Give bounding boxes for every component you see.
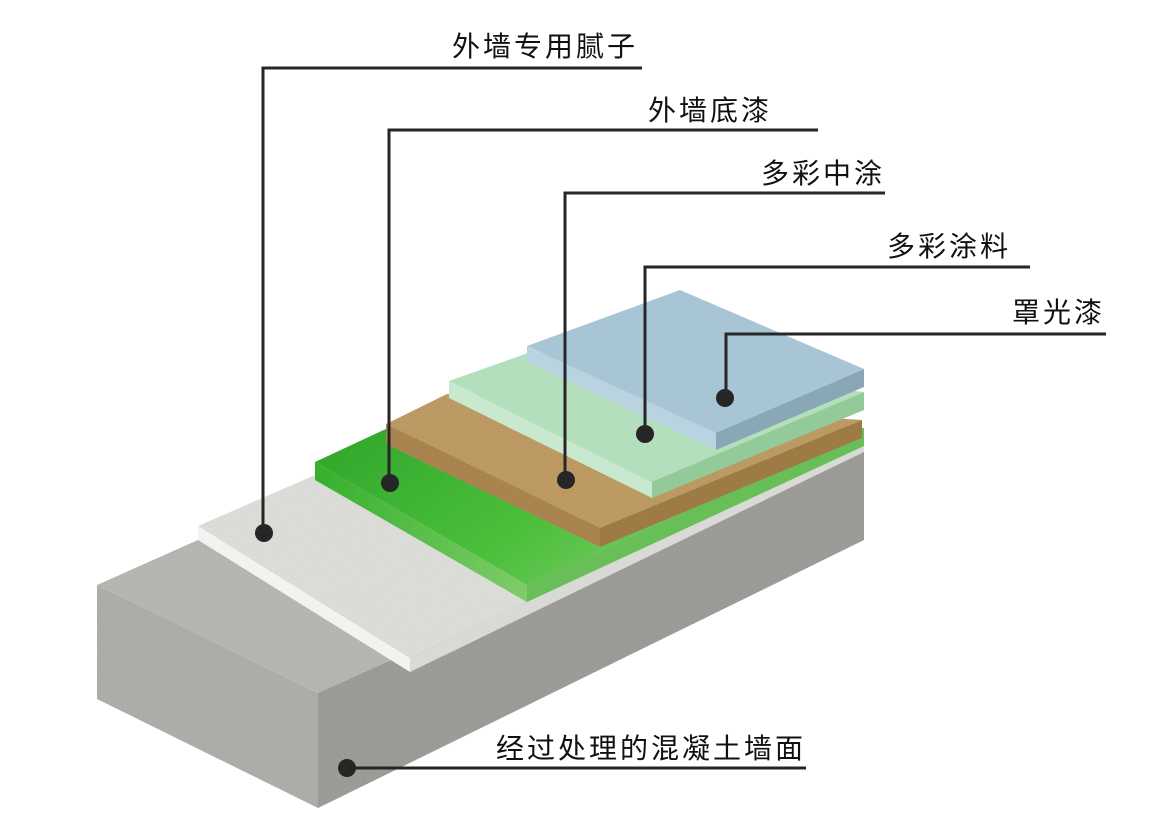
anchor-dot-primer [381, 474, 399, 492]
primer-front-face [315, 462, 527, 602]
anchor-dot-substrate [338, 759, 356, 777]
concrete-side-face [318, 447, 864, 808]
leader-line-putty [261, 66, 642, 533]
concrete-front-face [97, 585, 318, 808]
anchor-dot-putty [255, 524, 273, 542]
label-substrate: 经过处理的混凝土墙面 [496, 732, 806, 765]
varnish-front-face [527, 346, 716, 450]
leader-line-midcoat [563, 191, 885, 480]
putty-front-face [198, 526, 410, 672]
leader-line-multicolor [643, 265, 1030, 434]
leader-line-primer [387, 128, 818, 483]
label-primer: 外墙底漆 [648, 94, 772, 127]
leader-lines [261, 66, 1106, 770]
midcoat-front-face [386, 424, 600, 547]
label-varnish: 罩光漆 [1012, 296, 1105, 329]
midcoat-side-face [600, 420, 862, 547]
label-putty: 外墙专用腻子 [452, 30, 638, 63]
anchor-dots [255, 389, 734, 777]
label-midcoat: 多彩中涂 [761, 157, 885, 190]
multicolor-front-face [449, 381, 652, 498]
anchor-dot-varnish [716, 389, 734, 407]
multicolor-side-face [652, 392, 864, 498]
varnish-side-face [716, 369, 864, 450]
anchor-dot-multicolor [636, 425, 654, 443]
anchor-dot-midcoat [557, 471, 575, 489]
varnish-top-face [527, 290, 864, 433]
layer-labels: 外墙专用腻子 外墙底漆 多彩中涂 多彩涂料 罩光漆 经过处理的混凝土墙面 [452, 30, 1105, 765]
label-multicolor: 多彩涂料 [887, 230, 1011, 263]
varnish-layer [527, 290, 864, 450]
leader-line-varnish [724, 332, 1106, 398]
